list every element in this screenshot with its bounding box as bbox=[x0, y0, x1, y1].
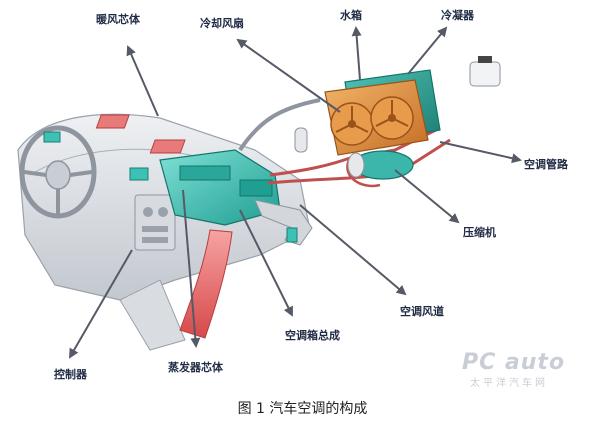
label-cooling-fan: 冷却风扇 bbox=[200, 17, 244, 30]
label-compressor: 压缩机 bbox=[463, 226, 496, 239]
reservoir bbox=[469, 56, 501, 87]
watermark-logo: PC auto bbox=[462, 350, 566, 375]
label-condenser: 冷凝器 bbox=[441, 9, 474, 22]
arrow-condenser bbox=[407, 26, 448, 75]
drier-canister bbox=[294, 127, 308, 153]
label-heater-core: 暖风芯体 bbox=[96, 13, 140, 26]
vent-center bbox=[129, 167, 149, 181]
arrow-hvac-assembly bbox=[239, 209, 293, 317]
label-evaporator-core: 蒸发器芯体 bbox=[168, 361, 223, 374]
label-ac-duct: 空调风道 bbox=[400, 305, 444, 318]
arrow-ac-pipe bbox=[439, 141, 522, 164]
arrow-compressor bbox=[394, 169, 460, 224]
radiator bbox=[324, 79, 429, 156]
figure-caption: 图 1 汽车空调的构成 bbox=[237, 401, 368, 417]
arrow-controller bbox=[68, 249, 133, 359]
steering-wheel bbox=[19, 125, 97, 219]
heater-vent-2 bbox=[149, 139, 186, 154]
arrow-heater-core bbox=[126, 45, 159, 117]
label-radiator: 水箱 bbox=[340, 9, 362, 22]
compressor bbox=[347, 150, 414, 180]
control-panel bbox=[134, 194, 176, 251]
arrow-evaporator-core bbox=[182, 189, 201, 348]
label-ac-pipe: 空调管路 bbox=[524, 158, 568, 171]
duct-outlet bbox=[286, 227, 298, 243]
vent-left bbox=[43, 131, 61, 143]
label-controller: 控制器 bbox=[54, 368, 87, 381]
label-hvac-assembly: 空调箱总成 bbox=[285, 329, 340, 342]
pointer-arrows bbox=[68, 26, 522, 359]
arrow-radiator bbox=[351, 26, 362, 81]
cooling-fan bbox=[330, 96, 414, 146]
watermark-site: 太平洋汽车网 bbox=[470, 378, 548, 389]
arrow-cooling-fan bbox=[236, 38, 341, 113]
arrow-ac-duct bbox=[299, 204, 407, 296]
heater-vent bbox=[95, 114, 130, 129]
hvac-assembly bbox=[159, 149, 281, 226]
